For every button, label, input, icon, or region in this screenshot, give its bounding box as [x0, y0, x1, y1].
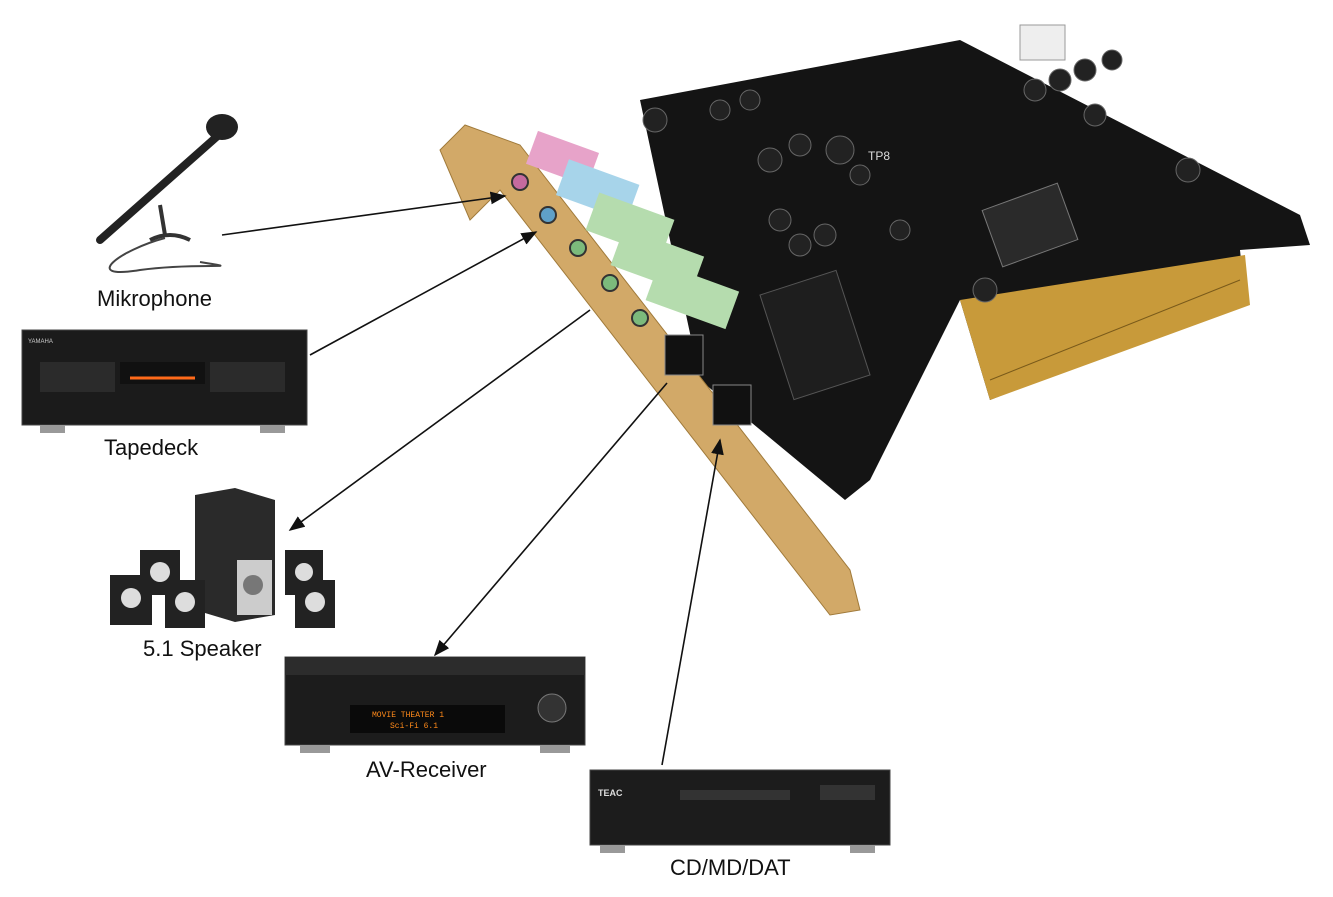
receiver-display-line2: Sci-Fi 6.1 [390, 722, 438, 731]
sound-card: TP8 [439, 24, 1310, 616]
card-marking: TP8 [868, 149, 890, 163]
tapedeck-brand: YAMAHA [28, 339, 53, 345]
capacitors [642, 49, 1201, 303]
arrow-card-to-speaker [288, 309, 591, 531]
cd-brand: TEAC [598, 788, 623, 798]
av-receiver-image: MOVIE THEATER 1 Sci-Fi 6.1 [284, 656, 586, 753]
arrow-cd-to-card [661, 438, 724, 766]
label-av-receiver: AV-Receiver [366, 757, 487, 782]
pci-contacts [989, 279, 1241, 381]
tapedeck-image: YAMAHA [21, 329, 308, 433]
cd-player-image: TEAC [589, 769, 891, 853]
connector-white [1019, 24, 1066, 61]
microphone-image [96, 114, 238, 273]
audio-jacks [511, 130, 752, 426]
label-speaker: 5.1 Speaker [143, 636, 262, 661]
arrow-card-to-receiver [433, 382, 668, 657]
gold-fingers [960, 255, 1250, 400]
label-tapedeck: Tapedeck [104, 435, 199, 460]
slot-bracket [439, 124, 861, 616]
receiver-display-line1: MOVIE THEATER 1 [372, 711, 444, 720]
connection-arrows [221, 191, 724, 766]
speaker-set-image [110, 488, 335, 628]
pin-header [759, 269, 871, 401]
arrow-tapedeck-to-card [309, 231, 538, 356]
chip [981, 182, 1079, 268]
arrow-mic-to-card [221, 191, 507, 236]
label-cd-md-dat: CD/MD/DAT [670, 855, 791, 880]
label-microphone: Mikrophone [97, 286, 212, 311]
